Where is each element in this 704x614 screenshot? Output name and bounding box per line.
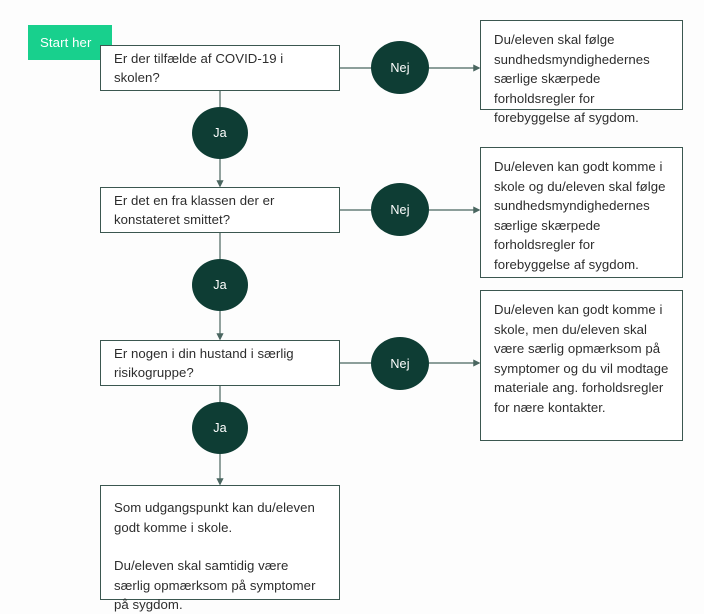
decision-no-3: Nej [371, 337, 429, 390]
question-box-3: Er nogen i din hustand i særlig risikogr… [100, 340, 340, 386]
question-1-line-2: skolen? [114, 70, 160, 85]
decision-no-1: Nej [371, 41, 429, 94]
start-badge-label: Start her [40, 35, 92, 50]
decision-yes-3-label: Ja [213, 421, 227, 435]
start-badge: Start her [28, 25, 112, 60]
question-1-line-1: Er der tilfælde af COVID-19 i [114, 50, 284, 66]
question-2-line-1: Er det en fra klassen der er [114, 192, 275, 208]
decision-yes-2: Ja [192, 259, 248, 311]
question-box-1: Er der tilfælde af COVID-19 i skolen? [100, 45, 340, 91]
final-outcome-box: Som udgangspunkt kan du/eleven godt komm… [100, 485, 340, 612]
question-3-line-1: Er nogen i din hustand i særlig [114, 345, 294, 361]
question-3-line-2: risikogruppe? [114, 365, 194, 380]
question-box-2: Er det en fra klassen der er konstateret… [100, 187, 340, 233]
final-paragraph-2: Du/eleven skal samtidig være særlig opmæ… [114, 558, 316, 612]
outcome-box-1: Du/eleven skal følge sundhedsmyndigheder… [480, 20, 683, 125]
decision-no-2: Nej [371, 183, 429, 236]
outcome-box-2: Du/eleven kan godt komme i skole og du/e… [480, 147, 683, 278]
decision-no-3-label: Nej [390, 356, 410, 371]
decision-yes-1: Ja [192, 107, 248, 159]
decision-no-2-label: Nej [390, 202, 410, 217]
decision-yes-1-label: Ja [213, 126, 227, 140]
question-2-line-2: konstateret smittet? [114, 212, 231, 227]
outcome-1-text: Du/eleven skal følge sundhedsmyndigheder… [494, 32, 650, 125]
decision-yes-2-label: Ja [213, 278, 227, 292]
outcome-2-text: Du/eleven kan godt komme i skole og du/e… [494, 159, 666, 272]
final-paragraph-1: Som udgangspunkt kan du/eleven godt komm… [114, 500, 315, 535]
outcome-box-3: Du/eleven kan godt komme i skole, men du… [480, 290, 683, 441]
decision-no-1-label: Nej [390, 60, 410, 75]
outcome-3-text: Du/eleven kan godt komme i skole, men du… [494, 302, 669, 415]
decision-yes-3: Ja [192, 402, 248, 454]
